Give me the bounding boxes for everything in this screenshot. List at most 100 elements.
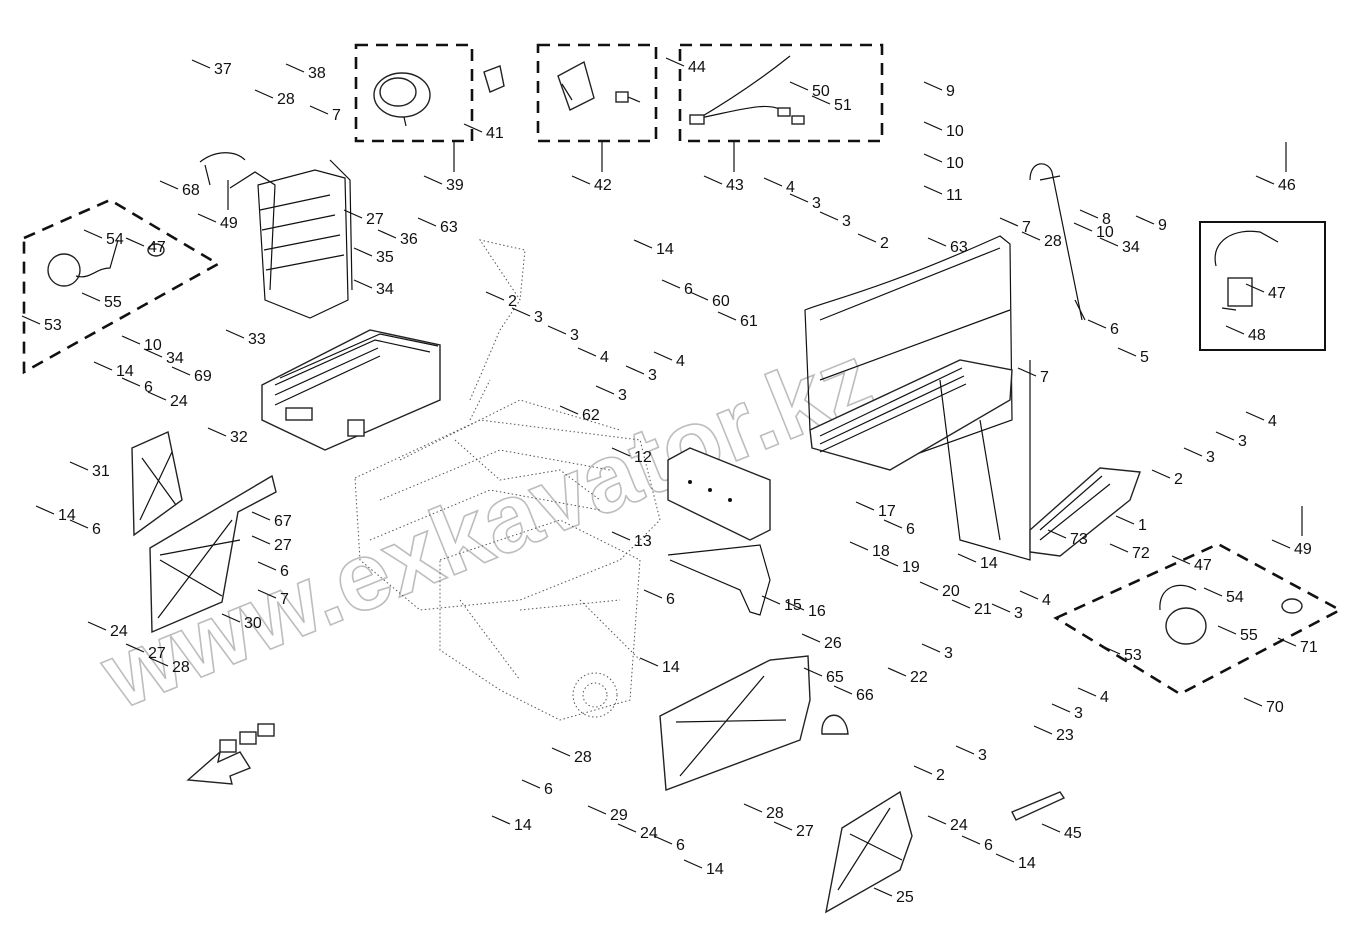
part-label: 70 (1266, 699, 1284, 716)
leader-line (81, 292, 101, 302)
leader-line (197, 213, 217, 223)
part-label: 28 (574, 749, 592, 766)
part-label: 60 (712, 293, 730, 310)
leader-line (1041, 823, 1061, 833)
part-label: 49 (1294, 541, 1312, 558)
leader-line (547, 325, 567, 335)
part-label: 17 (878, 503, 896, 520)
leader-line (254, 89, 274, 99)
leader-line (955, 745, 975, 755)
leader-line (689, 291, 709, 301)
part-label: 6 (144, 379, 153, 396)
part-label: 6 (676, 837, 685, 854)
part-label: 4 (1042, 592, 1051, 609)
part-label: 66 (856, 687, 874, 704)
part-label: 6 (684, 281, 693, 298)
leader-line (251, 535, 271, 545)
leader-line (923, 121, 943, 131)
leader-line (1271, 539, 1291, 549)
part-label: 63 (950, 239, 968, 256)
part-label: 28 (766, 805, 784, 822)
direction-arrow (186, 723, 275, 785)
left-step-platform (261, 329, 441, 451)
left-ladder (199, 152, 353, 319)
leader-line (883, 519, 903, 529)
leader-line (773, 821, 793, 831)
part-label: 3 (1014, 605, 1023, 622)
part-label: 10 (946, 155, 964, 172)
leader-line (69, 461, 89, 471)
leader-line (1101, 645, 1121, 655)
part-label: 73 (1070, 531, 1088, 548)
part-label: 11 (946, 187, 963, 204)
part-label: 4 (1100, 689, 1109, 706)
part-label: 41 (486, 125, 504, 142)
leader-line (951, 599, 971, 609)
leader-line (191, 59, 211, 69)
leader-line (1151, 469, 1171, 479)
work-light (373, 72, 431, 127)
part-label: 54 (1226, 589, 1244, 606)
bar-45 (1011, 791, 1066, 821)
part-label: 46 (1278, 177, 1296, 194)
part-label: 22 (910, 669, 928, 686)
part-label: 4 (786, 179, 795, 196)
leader-line (653, 351, 673, 361)
part-label: 38 (308, 65, 326, 82)
bracket-12 (667, 447, 771, 541)
group-box-46 (1199, 221, 1326, 351)
part-label: 9 (946, 83, 955, 100)
leader-line (577, 347, 597, 357)
leader-line (1243, 697, 1263, 707)
part-label: 16 (808, 603, 826, 620)
leader-line (595, 385, 615, 395)
leader-line (87, 621, 107, 631)
part-label: 47 (148, 239, 166, 256)
left-fender-31 (131, 431, 183, 537)
leader-line (991, 603, 1011, 613)
part-label: 47 (1268, 285, 1286, 302)
part-label: 54 (106, 231, 124, 248)
leader-line (703, 175, 723, 185)
group-box-49-left (22, 198, 221, 375)
leader-line (491, 815, 511, 825)
leader-line (961, 835, 981, 845)
part-label: 27 (366, 211, 384, 228)
leader-line (285, 63, 305, 73)
leader-line (617, 823, 637, 833)
leader-line (873, 887, 893, 897)
part-label: 26 (824, 635, 842, 652)
leader-line (1077, 687, 1097, 697)
leader-line (1109, 543, 1129, 553)
leader-line (717, 311, 737, 321)
leader-line (221, 613, 241, 623)
part-label: 67 (274, 513, 292, 530)
part-label: 14 (980, 555, 998, 572)
bracket-13 (667, 544, 771, 616)
leader-line (377, 229, 397, 239)
light-cover (483, 65, 505, 93)
part-label: 63 (440, 219, 458, 236)
leader-line (309, 105, 329, 115)
part-label: 62 (582, 407, 600, 424)
part-label: 23 (1056, 727, 1074, 744)
leader-line (849, 541, 869, 551)
leader-line (789, 193, 809, 203)
leader-line (1215, 431, 1235, 441)
leader-line (1115, 515, 1135, 525)
leader-line (923, 185, 943, 195)
part-label: 45 (1064, 825, 1082, 842)
leader-line (999, 217, 1019, 227)
leader-line (833, 685, 853, 695)
leader-line (625, 365, 645, 375)
part-label: 10 (144, 337, 162, 354)
part-label: 6 (666, 591, 675, 608)
lamp-65 (821, 714, 849, 735)
part-label: 14 (662, 659, 680, 676)
part-label: 5 (1140, 349, 1149, 366)
part-label: 3 (1238, 433, 1247, 450)
leader-line (923, 153, 943, 163)
leader-line (1051, 703, 1071, 713)
part-label: 3 (570, 327, 579, 344)
part-label: 3 (842, 213, 851, 230)
